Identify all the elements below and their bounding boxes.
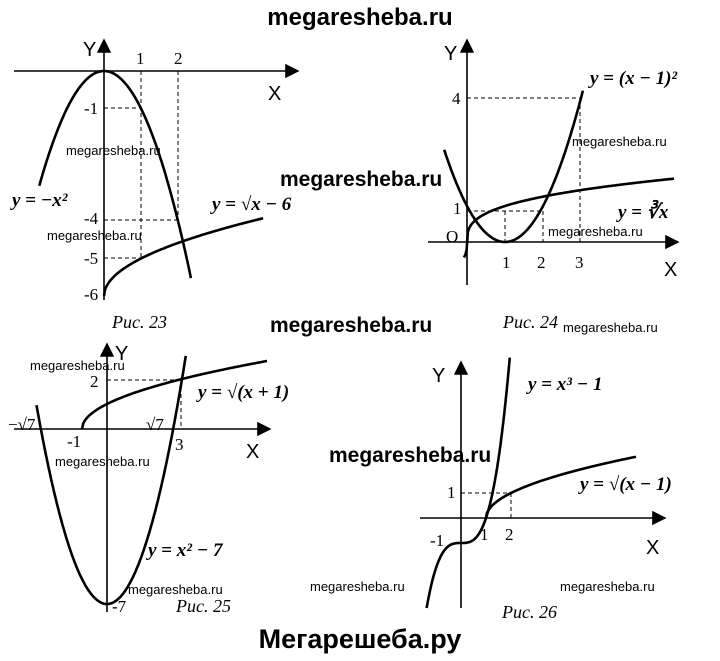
- fig23-parabola-curve: [38, 69, 193, 279]
- watermark: megaresheba.ru: [548, 224, 643, 239]
- site-footer: Мегарешеба.ру: [258, 624, 462, 654]
- fig26-x-label: X: [646, 537, 659, 559]
- fig26-xtick-1: 1: [480, 525, 489, 544]
- fig24-caption: Рис. 24: [502, 312, 558, 332]
- fig24-guides: [467, 97, 581, 242]
- fig23-root-curve: [102, 216, 264, 297]
- watermark: megaresheba.ru: [310, 579, 405, 594]
- figure-25: X Y −√7 -1 √7 3 2 -7 y = √(x + 1) y = x²…: [8, 342, 289, 616]
- watermark: megaresheba.ru: [47, 228, 142, 243]
- fig24-root-curve: [462, 177, 675, 259]
- watermark: megaresheba.ru: [30, 358, 125, 373]
- fig25-x-label: X: [246, 441, 259, 463]
- fig24-ytick-1: 1: [453, 199, 462, 218]
- fig25-xtick-minus-sqrt7: −√7: [8, 415, 36, 434]
- fig24-xtick-1: 1: [502, 253, 511, 272]
- fig23-y-label: Y: [83, 39, 96, 61]
- fig26-cubic-curve: [425, 357, 512, 609]
- fig25-caption: Рис. 25: [175, 596, 231, 616]
- fig26-xtick-minus1: -1: [430, 531, 444, 550]
- fig25-xtick-3: 3: [175, 435, 184, 454]
- fig24-y-label: Y: [444, 43, 457, 65]
- fig26-cubic-equation: y = x³ − 1: [526, 374, 602, 395]
- fig24-ytick-4: 4: [452, 89, 461, 108]
- fig23-xtick-1: 1: [136, 49, 145, 68]
- fig25-parabola-equation: y = x² − 7: [146, 540, 224, 561]
- watermarks: megaresheba.ru megaresheba.ru megaresheb…: [30, 134, 667, 597]
- fig25-parabola-curve: [35, 355, 188, 606]
- fig23-ytick-minus6: -6: [84, 285, 98, 304]
- fig25-y-label: Y: [115, 343, 128, 365]
- fig23-caption: Рис. 23: [111, 312, 167, 332]
- fig24-parabola-curve: [442, 90, 585, 244]
- fig24-origin-label: O: [446, 227, 458, 246]
- fig25-guides: [107, 379, 182, 429]
- figure-24: X Y O 1 2 3 1 4 y = (x − 1)² y = ∛x Рис.…: [428, 38, 680, 332]
- watermark: megaresheba.ru: [280, 168, 442, 191]
- fig25-root-equation: y = √(x + 1): [196, 382, 289, 403]
- watermark: megaresheba.ru: [270, 314, 432, 337]
- fig23-guides: [104, 71, 179, 259]
- fig24-parabola-equation: y = (x − 1)²: [588, 68, 678, 89]
- fig26-ytick-1: 1: [447, 483, 456, 502]
- figure-23: X Y 1 2 -1 -4 -5 -6 y = −x² y = √x − 6 Р…: [10, 38, 300, 332]
- fig23-parabola-equation: y = −x²: [10, 190, 69, 211]
- site-header[interactable]: megaresheba.ru: [267, 4, 453, 31]
- watermark: megaresheba.ru: [560, 579, 655, 594]
- fig25-xtick-sqrt7: √7: [146, 415, 164, 434]
- fig23-ytick-minus1: -1: [84, 99, 98, 118]
- fig26-caption: Рис. 26: [501, 602, 557, 622]
- fig23-ytick-minus5: -5: [84, 249, 98, 268]
- fig26-root-equation: y = √(x − 1): [578, 474, 672, 495]
- fig24-xtick-2: 2: [537, 253, 546, 272]
- fig24-root-equation: y = ∛x: [616, 199, 669, 223]
- fig26-root-curve: [484, 455, 637, 519]
- fig23-x-label: X: [268, 83, 281, 105]
- watermark: megaresheba.ru: [128, 582, 223, 597]
- fig24-xtick-3: 3: [575, 253, 584, 272]
- watermark: megaresheba.ru: [55, 454, 150, 469]
- fig25-root-curve: [80, 359, 268, 430]
- figure-26: X Y -1 1 2 1 y = x³ − 1 y = √(x − 1) Рис…: [420, 357, 672, 622]
- fig23-root-equation: y = √x − 6: [210, 194, 292, 215]
- fig26-xtick-2: 2: [505, 525, 514, 544]
- fig23-xtick-2: 2: [174, 49, 183, 68]
- fig26-y-label: Y: [432, 365, 445, 387]
- watermark: megaresheba.ru: [572, 134, 667, 149]
- fig23-ytick-minus4: -4: [84, 209, 99, 228]
- watermark: megaresheba.ru: [329, 444, 491, 467]
- fig25-ytick-minus7: -7: [112, 597, 127, 616]
- fig25-ytick-2: 2: [90, 372, 99, 391]
- fig24-x-label: X: [664, 259, 677, 281]
- watermark: megaresheba.ru: [66, 143, 161, 158]
- fig26-guides: [461, 492, 512, 518]
- watermark: megaresheba.ru: [563, 320, 658, 335]
- fig25-xtick-minus1: -1: [67, 432, 81, 451]
